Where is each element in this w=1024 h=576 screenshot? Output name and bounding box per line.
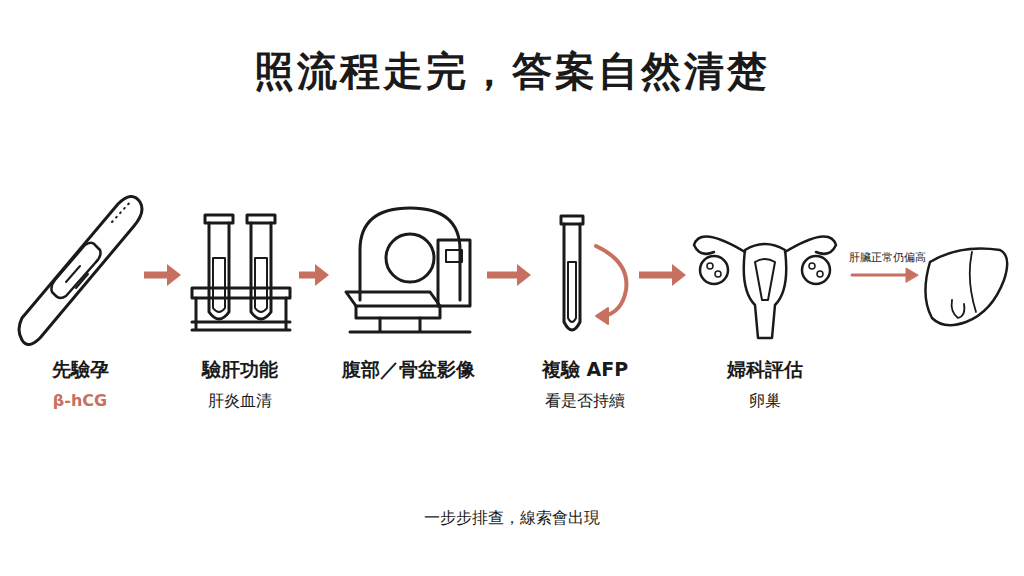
step-detail: β-hCG	[20, 391, 140, 410]
liver-icon	[925, 249, 1007, 326]
step-node: 複驗 AFP 看是否持續	[535, 195, 635, 412]
flow-arrow	[144, 264, 181, 286]
step-node: 驗肝功能肝炎血清	[185, 195, 295, 412]
flow-arrow	[639, 264, 686, 286]
step-node: 婦科評估卵巢	[690, 195, 840, 412]
title: 照流程走完，答案自然清楚	[0, 44, 1024, 99]
step-detail: 卵巢	[690, 391, 840, 412]
step-node: 腹部／骨盆影像	[333, 195, 483, 383]
step-detail: 看是否持續	[535, 391, 635, 412]
arrow-label: 肝臟正常仍偏高	[848, 250, 927, 265]
test-tubes-icon	[192, 215, 290, 330]
step-heading: 腹部／骨盆影像	[333, 357, 483, 383]
ct-scanner-icon	[346, 208, 470, 332]
step-heading: 婦科評估	[690, 357, 840, 383]
step-heading: 先驗孕	[20, 357, 140, 383]
step-node: 先驗孕 β-hCG	[20, 195, 140, 410]
step-detail: 肝炎血清	[185, 391, 295, 412]
flow-arrow	[487, 264, 531, 286]
step-heading: 驗肝功能	[185, 357, 295, 383]
uterus-icon	[694, 236, 836, 338]
blood-tube-icon	[561, 216, 583, 330]
arrow-to-liver	[852, 268, 918, 282]
flow-arrow	[299, 264, 329, 286]
step-heading: 複驗 AFP	[535, 357, 635, 383]
repeat-arrow	[596, 246, 626, 324]
caption: 一步步排查，線索會出現	[0, 508, 1024, 529]
pregnancy-test-icon	[19, 196, 142, 344]
